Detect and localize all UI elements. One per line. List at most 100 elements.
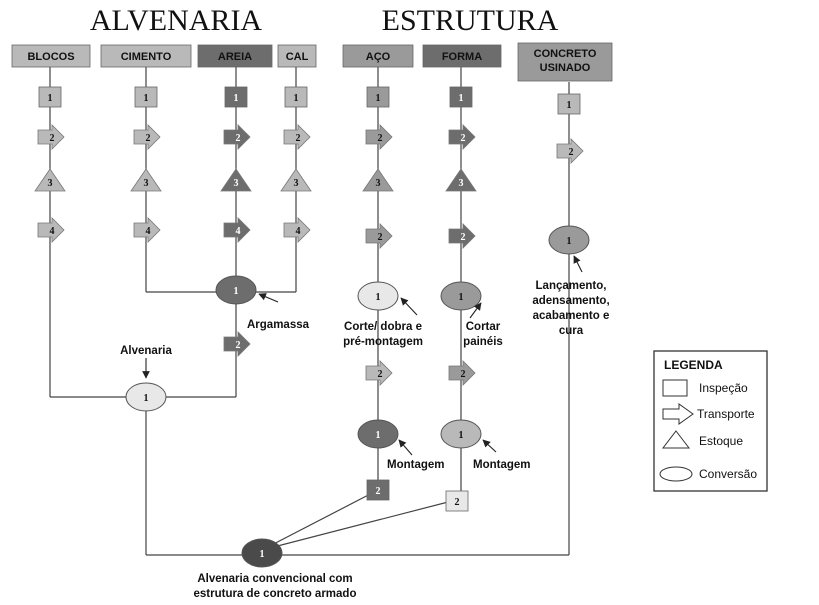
header-cimento-label: CIMENTO [121,51,172,63]
node-aco-3-number: 3 [376,178,381,189]
node-blocos-3-number: 3 [48,178,53,189]
label-final-line2: estrutura de concreto armado [194,588,357,600]
node-aco-2b-transporte-icon: 2 [365,223,393,249]
node-cal-3-estoque-icon: 3 [280,168,312,192]
node-cimento-4-transporte-icon: 4 [133,217,161,243]
node-forma-2c-transporte-icon: 2 [448,360,476,386]
node-cimento-1-inspecao-icon: 1 [134,86,158,108]
node-cal-2-number: 2 [296,133,301,144]
node-forma-2b-number: 2 [461,232,466,243]
node-areia-3-estoque-icon: 3 [220,168,252,192]
node-concreto-2-transporte-icon: 2 [556,138,584,164]
label-pointers [142,255,583,456]
header-aco-label: AÇO [366,51,391,63]
node-concreto-2-number: 2 [569,147,574,158]
node-forma-insp-2-inspecao-icon: 2 [445,490,469,512]
header-concreto-label: CONCRETO [534,48,597,60]
node-final-1-conversao-icon: 1 [241,538,283,568]
title-alvenaria: ALVENARIA [90,4,263,37]
node-areia-3-number: 3 [234,178,239,189]
node-aco-1-inspecao-icon: 1 [366,86,390,108]
node-forma-2-number: 2 [461,133,466,144]
node-aco-2b-number: 2 [378,232,383,243]
node-forma-2b-transporte-icon: 2 [448,223,476,249]
node-forma-mont-1-number: 1 [459,430,464,441]
node-forma-3-number: 3 [459,178,464,189]
label-lancamento-line4: cura [559,325,584,337]
node-concreto-1-number: 1 [567,100,572,111]
node-areia-1-number: 1 [234,93,239,104]
legend-item-inspecao: Inspeção [662,379,748,397]
node-cal-3-number: 3 [294,178,299,189]
header-cimento: CIMENTO [100,44,192,68]
legend-inspecao-label: Inspeção [699,381,748,395]
node-aco-2-number: 2 [378,133,383,144]
legend-item-estoque: Estoque [661,430,743,449]
header-areia: AREIA [197,44,273,68]
node-forma-insp-2-number: 2 [455,497,460,508]
node-argamassa-2-number: 2 [236,340,241,351]
node-forma-2c-number: 2 [461,369,466,380]
node-alvenaria-1-number: 1 [144,393,149,404]
node-areia-4-transporte-icon: 4 [223,217,251,243]
node-cal-4-number: 4 [296,226,301,237]
node-cimento-2-transporte-icon: 2 [133,124,161,150]
node-aco-conv-1-conversao-icon: 1 [357,281,399,311]
node-aco-2c-transporte-icon: 2 [365,360,393,386]
header-blocos-label: BLOCOS [27,51,74,63]
node-areia-2-transporte-icon: 2 [223,124,251,150]
node-cal-4-transporte-icon: 4 [283,217,311,243]
node-alvenaria-1-conversao-icon: 1 [125,382,167,412]
label-lancamento-line2: adensamento, [532,295,609,307]
legend-conversao-label: Conversão [699,467,757,481]
legend: LEGENDA InspeçãoTransporteEstoqueConvers… [653,350,768,492]
legend-transporte-label: Transporte [697,407,755,421]
node-aco-insp-2-number: 2 [376,486,381,497]
node-areia-4-number: 4 [236,226,241,237]
node-blocos-1-inspecao-icon: 1 [38,86,62,108]
node-forma-1-inspecao-icon: 1 [449,86,473,108]
node-aco-3-estoque-icon: 3 [362,168,394,192]
legend-conversao-icon [659,466,693,482]
node-concreto-1-inspecao-icon: 1 [557,93,581,115]
flow-lines [49,65,570,556]
node-forma-1-number: 1 [459,93,464,104]
node-areia-2-number: 2 [236,133,241,144]
node-aco-conv-1-number: 1 [376,292,381,303]
label-montagem-aco: Montagem [387,459,445,471]
node-cimento-3-number: 3 [144,178,149,189]
node-final-1-number: 1 [260,549,265,560]
legend-transporte-icon [662,403,694,425]
node-cimento-2-number: 2 [146,133,151,144]
header-forma: FORMA [422,44,502,68]
node-cal-2-transporte-icon: 2 [283,124,311,150]
label-final-line1: Alvenaria convencional com [197,573,352,585]
node-aco-mont-1-conversao-icon: 1 [357,419,399,449]
node-blocos-4-transporte-icon: 4 [37,217,65,243]
header-aco: AÇO [342,44,414,68]
node-forma-3-estoque-icon: 3 [445,168,477,192]
legend-inspecao-icon [662,379,688,397]
legend-item-conversao: Conversão [659,466,757,482]
label-cortar-line2: painéis [463,336,503,348]
node-concreto-conv-1-conversao-icon: 1 [548,225,590,255]
node-cimento-4-number: 4 [146,226,151,237]
node-argamassa-2-transporte-icon: 2 [223,331,251,357]
node-concreto-conv-1-number: 1 [567,236,572,247]
header-forma-label: FORMA [442,51,482,63]
node-blocos-1-number: 1 [48,93,53,104]
label-montagem-forma: Montagem [473,459,531,471]
node-aco-1-number: 1 [376,93,381,104]
node-blocos-3-estoque-icon: 3 [34,168,66,192]
node-forma-mont-1-conversao-icon: 1 [440,419,482,449]
node-blocos-4-number: 4 [50,226,55,237]
node-cal-1-number: 1 [294,93,299,104]
header-cal: CAL [277,44,317,68]
node-cimento-1-number: 1 [144,93,149,104]
node-aco-2-transporte-icon: 2 [365,124,393,150]
label-corte-line2: pré-montagem [343,336,423,348]
node-forma-2-transporte-icon: 2 [448,124,476,150]
node-cal-1-inspecao-icon: 1 [284,86,308,108]
label-alvenaria: Alvenaria [120,345,172,357]
node-cimento-3-estoque-icon: 3 [130,168,162,192]
